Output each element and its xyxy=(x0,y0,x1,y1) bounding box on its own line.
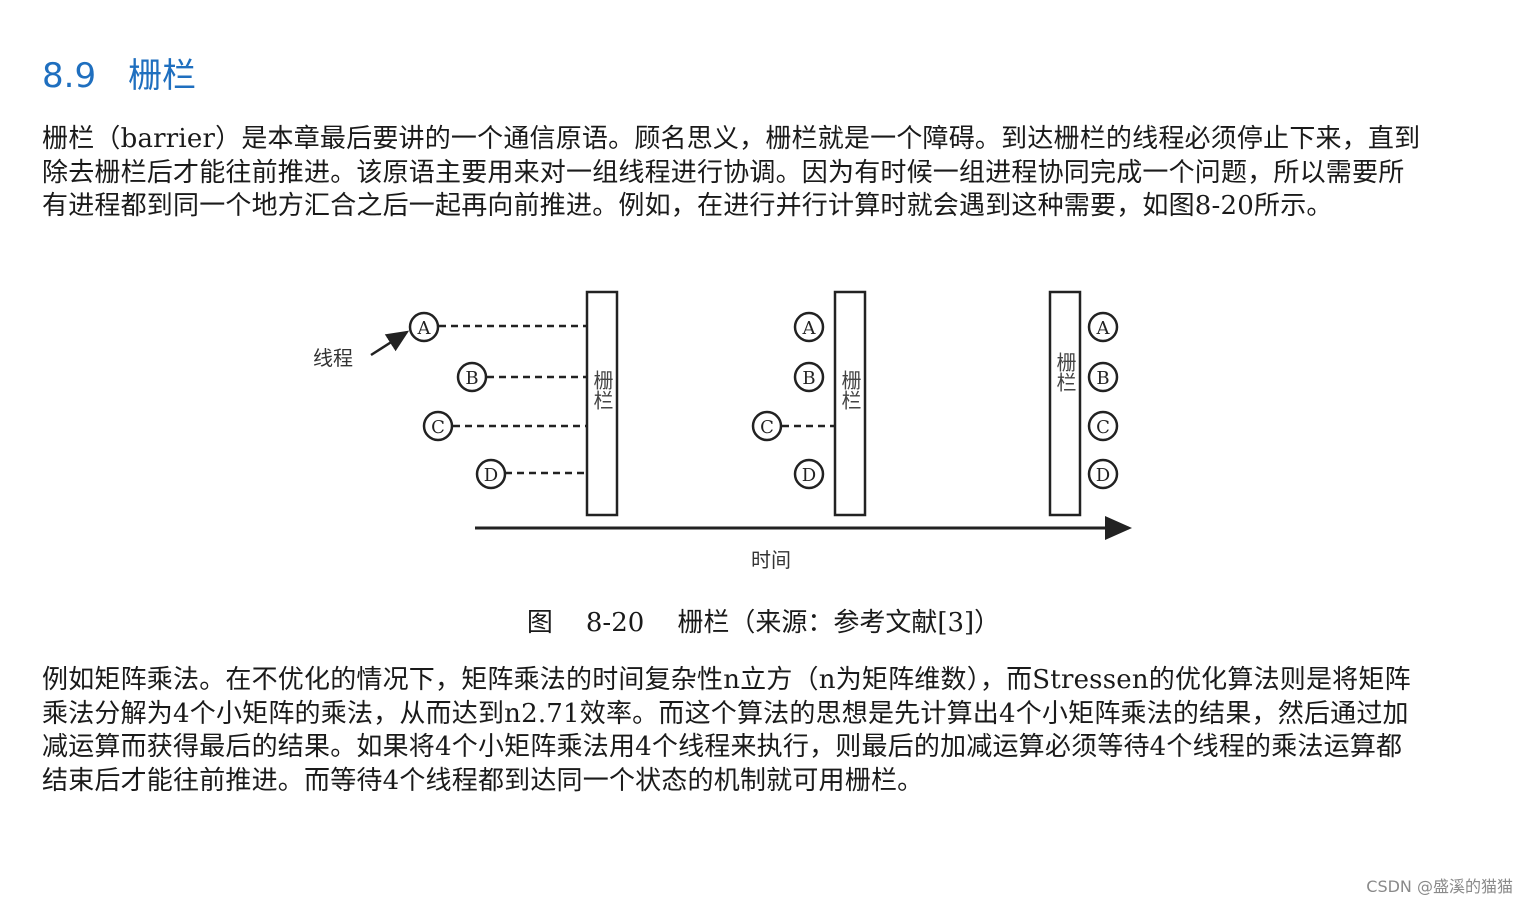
barrier-figure: 线程 A B C D 栅栏 栅栏 xyxy=(303,282,1143,578)
svg-text:A: A xyxy=(802,318,817,339)
svg-text:C: C xyxy=(1096,417,1110,438)
section-number: 8.9 xyxy=(42,56,97,96)
svg-text:栅栏: 栅栏 xyxy=(590,370,614,410)
barrier-2: 栅栏 xyxy=(833,290,867,517)
section-heading: 8.9 栅栏 xyxy=(42,48,196,97)
thread-d-node-3: D xyxy=(1087,458,1119,490)
thread-b-node: B xyxy=(456,361,488,393)
intro-paragraph: 栅栏（barrier）是本章最后要讲的一个通信原语。顾名思义，栅栏就是一个障碍。… xyxy=(42,124,1421,221)
svg-text:D: D xyxy=(484,465,498,486)
thread-label: 线程 xyxy=(313,346,353,370)
figure-caption: 图 8-20 栅栏（来源：参考文献[3]） xyxy=(526,608,1001,638)
barrier-3: 栅栏 xyxy=(1048,290,1082,517)
thread-c-node: C xyxy=(422,410,454,442)
watermark: CSDN @盛溪的猫猫 xyxy=(1366,877,1513,896)
thread-c-node-3: C xyxy=(1087,410,1119,442)
barrier-diagram: 线程 A B C D 栅栏 栅栏 xyxy=(313,290,1132,572)
svg-text:A: A xyxy=(1096,318,1111,339)
time-label: 时间 xyxy=(751,548,791,572)
thread-a-node-2: A xyxy=(793,311,825,343)
thread-pointer-arrow xyxy=(370,330,410,357)
thread-d-node-2: D xyxy=(793,458,825,490)
svg-text:A: A xyxy=(417,318,432,339)
thread-c-node-2: C xyxy=(751,410,783,442)
svg-text:C: C xyxy=(760,417,774,438)
barrier-1: 栅栏 xyxy=(585,290,619,517)
thread-d-node: D xyxy=(475,458,507,490)
thread-b-node-2: B xyxy=(793,361,825,393)
svg-text:B: B xyxy=(1096,368,1109,389)
svg-text:D: D xyxy=(802,465,816,486)
section-title: 栅栏 xyxy=(128,56,196,96)
thread-a-node-3: A xyxy=(1087,311,1119,343)
svg-text:B: B xyxy=(802,368,815,389)
thread-b-node-3: B xyxy=(1087,361,1119,393)
svg-text:栅栏: 栅栏 xyxy=(1053,352,1077,392)
svg-text:栅栏: 栅栏 xyxy=(838,370,862,410)
example-paragraph: 例如矩阵乘法。在不优化的情况下，矩阵乘法的时间复杂性n立方（n为矩阵维数），而S… xyxy=(42,665,1411,796)
svg-text:D: D xyxy=(1096,465,1110,486)
thread-a-node: A xyxy=(408,311,440,343)
svg-text:C: C xyxy=(431,417,445,438)
svg-text:B: B xyxy=(465,368,478,389)
